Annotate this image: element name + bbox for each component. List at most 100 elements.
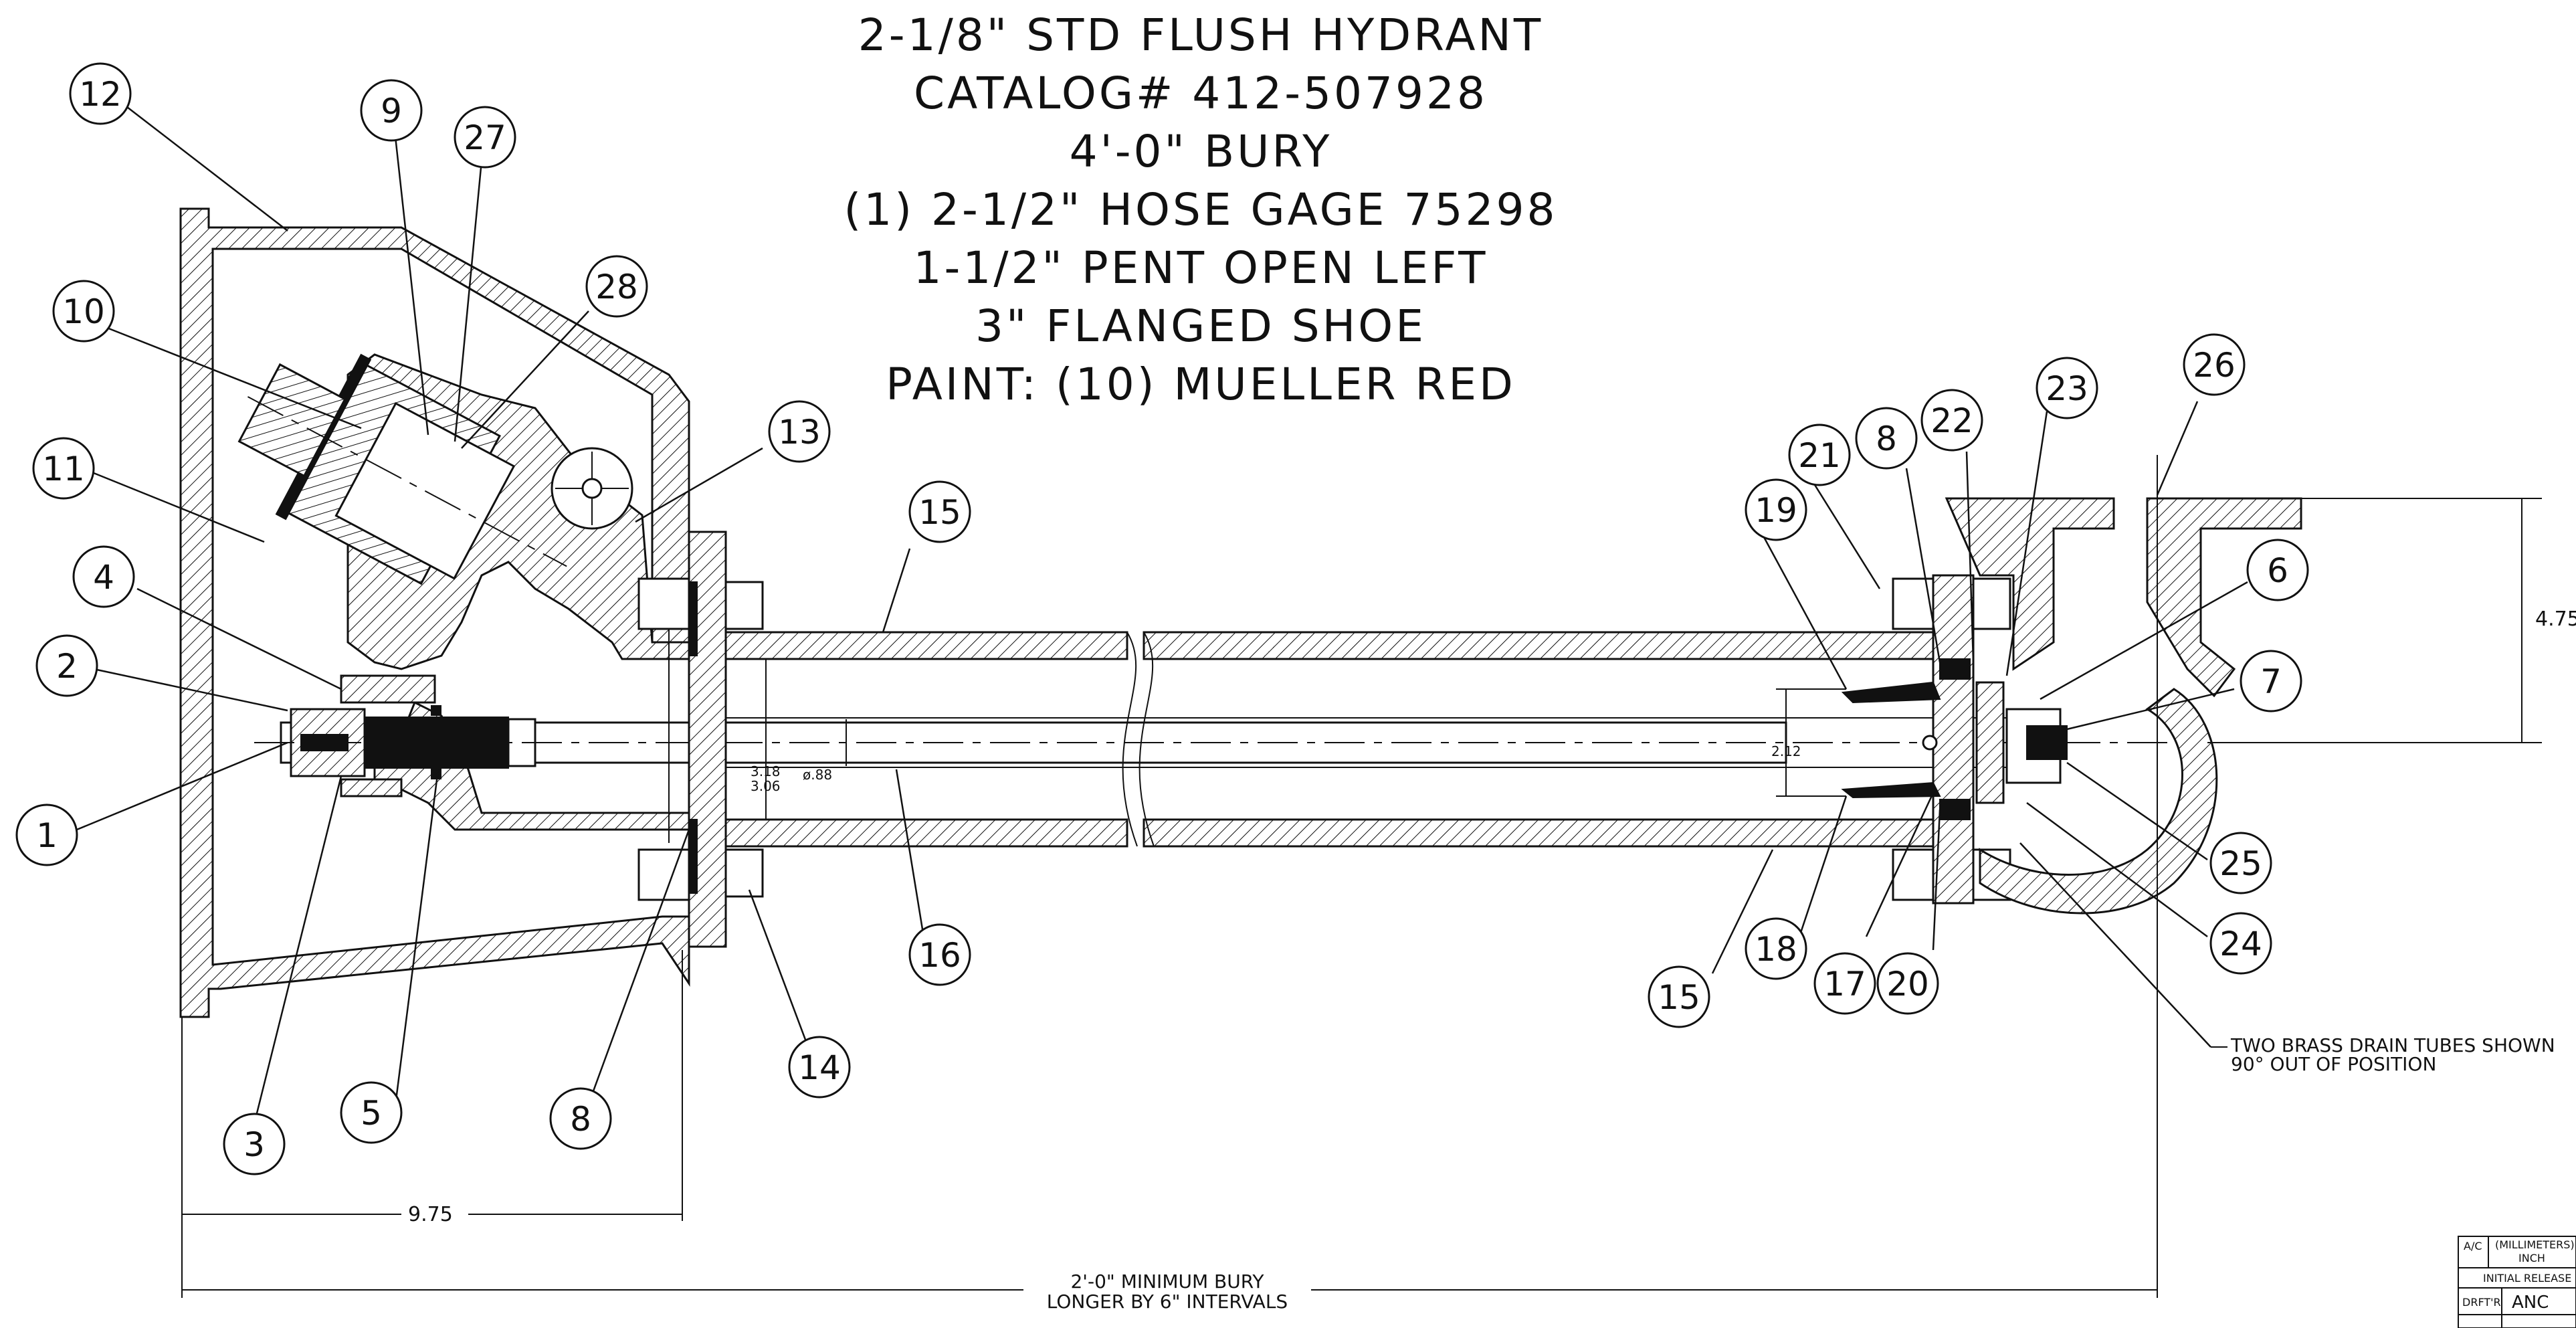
dim-212: 2.12 [1771,743,1801,759]
o-ring-lower [431,769,441,779]
bury-note-line2: LONGER BY 6" INTERVALS [1047,1291,1288,1313]
title-block-frame [2458,1236,2576,1328]
svg-text:5: 5 [361,1094,382,1133]
svg-text:20: 20 [1886,965,1929,1004]
packing-gland [340,674,436,704]
drain-note-line2: 90° OUT OF POSITION [2231,1053,2436,1075]
title-block: A/C (MILLIMETERS) INCH INITIAL RELEASE D… [2458,1236,2576,1328]
svg-text:2: 2 [56,647,78,686]
callout-3: 3 [223,1113,286,1175]
callout-8-left: 8 [549,1087,612,1150]
main-valve [1975,681,2005,804]
dim-475: 4.75 [2535,607,2576,631]
cap-nut [2026,725,2068,760]
svg-text:16: 16 [918,936,961,975]
svg-text:21: 21 [1798,436,1841,475]
valve-seat-upper [1939,658,1971,680]
title-line-7: PAINT: (10) MUELLER RED [886,359,1516,410]
title-line-6: 3" FLANGED SHOE [975,300,1426,352]
right-nut-top [1972,577,2011,630]
callout-2: 2 [35,634,98,697]
svg-text:12: 12 [79,75,122,114]
svg-text:1: 1 [36,816,58,855]
left-gasket-top [688,581,698,656]
svg-text:4: 4 [93,558,114,597]
callout-15-top: 15 [908,480,971,543]
callout-16: 16 [908,923,971,986]
cover-casting [179,207,690,1018]
stem-pin [1922,735,1938,751]
title-block-units-2: INCH [2518,1252,2545,1264]
barrel-bottom-wall-left [724,818,1128,848]
shoe-inlet-flange [2146,497,2302,698]
right-flange-plate [1932,574,1975,905]
callout-20: 20 [1876,952,1939,1015]
svg-text:25: 25 [2219,844,2262,883]
svg-text:26: 26 [2193,346,2236,385]
callout-15-bottom: 15 [1648,965,1710,1028]
barrel-top-wall-right [1143,631,1935,660]
drain-note-leader [2019,842,2211,1048]
svg-text:7: 7 [2260,662,2282,701]
shoe-assembly [1841,455,2302,963]
callout-23: 23 [2036,357,2098,419]
svg-text:17: 17 [1823,965,1866,1004]
dim-975: 9.75 [408,1203,453,1226]
callout-11: 11 [32,437,95,500]
left-flange [637,531,764,948]
drain-valve-upper [1841,681,1941,704]
break-line-left [1122,632,1138,847]
callout-26: 26 [2183,333,2246,396]
title-line-1: 2-1/8" STD FLUSH HYDRANT [858,9,1543,61]
title-block-ac: A/C [2464,1240,2482,1252]
lug-center [581,478,603,499]
callout-7: 7 [2240,650,2302,713]
svg-text:14: 14 [798,1048,841,1087]
title-line-5: 1-1/2" PENT OPEN LEFT [914,242,1488,294]
left-nut-top [724,581,764,630]
svg-text:23: 23 [2046,369,2088,408]
drain-valve-lower [1841,781,1941,799]
svg-text:13: 13 [778,413,821,452]
title-block-drafter-label: DRFT'R [2462,1296,2501,1309]
extension-barrel [724,631,2007,848]
callout-1: 1 [15,803,78,866]
svg-text:9: 9 [381,92,402,130]
svg-text:3: 3 [243,1125,265,1164]
shoe-elbow [1945,497,2115,671]
dim-318: 3.18 [751,763,781,779]
svg-text:15: 15 [918,493,961,532]
title-line-2: CATALOG# 412-507928 [914,68,1488,119]
svg-text:6: 6 [2267,551,2288,590]
svg-text:11: 11 [42,450,85,488]
drain-note-line1: TWO BRASS DRAIN TUBES SHOWN [2230,1034,2555,1056]
svg-text:8: 8 [570,1100,591,1139]
callout-18: 18 [1745,917,1807,980]
svg-text:22: 22 [1930,401,1973,440]
title-block-text: 2-1/8" STD FLUSH HYDRANT CATALOG# 412-50… [844,9,1558,410]
callouts: 12 9 27 10 28 11 13 4 2 1 3 5 8 14 15 16… [15,62,2309,1175]
dimensions: 3.18 3.06 ø.88 2.12 4.75 9.75 2'-0" MINI… [181,498,2576,1313]
callout-12: 12 [69,62,132,125]
title-line-3: 4'-0" BURY [1070,126,1332,177]
svg-text:10: 10 [62,292,105,331]
barrel-bottom-wall-right [1143,818,1935,848]
svg-text:28: 28 [595,268,638,306]
callout-8-right: 8 [1855,407,1918,470]
callout-14: 14 [788,1036,851,1099]
svg-text:15: 15 [1658,978,1700,1017]
left-bolt-bottom [637,848,690,901]
dim-088: ø.88 [803,767,832,783]
callout-25: 25 [2209,832,2272,894]
valve-seat-lower [1939,799,1971,820]
left-nut-bottom [724,848,764,898]
svg-text:8: 8 [1876,419,1897,458]
title-line-4: (1) 2-1/2" HOSE GAGE 75298 [844,184,1558,235]
callout-17: 17 [1813,952,1876,1015]
callout-5: 5 [340,1081,403,1144]
bury-note-line1: 2'-0" MINIMUM BURY [1070,1270,1264,1293]
callout-28: 28 [585,255,648,318]
break-line-right [1138,632,1155,847]
svg-text:18: 18 [1755,930,1797,969]
